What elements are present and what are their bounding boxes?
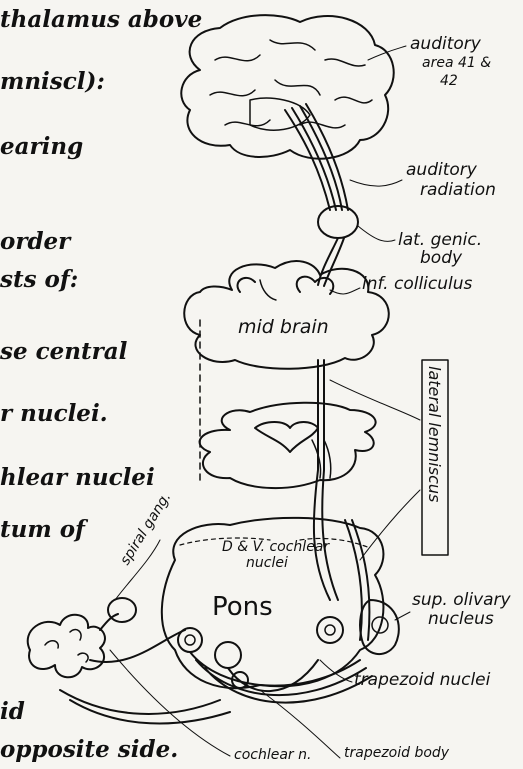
label-pons: Pons (212, 594, 273, 621)
left-text-line-5: sts of: (0, 268, 78, 291)
label-auditory-area-2: area 41 & (422, 56, 491, 71)
cerebrum-outline (181, 15, 393, 159)
mid-brain-outline (184, 261, 389, 369)
label-dv-cochlear-2: nuclei (246, 556, 288, 571)
label-dv-cochlear-1: D & V. cochlear (222, 540, 329, 555)
label-inf-colliculus: inf. colliculus (362, 276, 472, 294)
label-trapezoid-nuclei: trapezoid nuclei (354, 672, 490, 690)
label-cochlear-n: cochlear n. (234, 748, 311, 763)
dv-cochlear-nucleus (178, 628, 202, 652)
cerebrum-gyri (210, 40, 372, 128)
leader-inf-colliculus (330, 288, 360, 294)
trapezoid-body-fibers (190, 652, 372, 703)
left-text-line-7: r nuclei. (0, 402, 108, 425)
label-lat-genic-2: body (420, 250, 462, 268)
label-auditory-radiation-2: radiation (420, 182, 496, 200)
label-trapezoid-body: trapezoid body (344, 746, 449, 761)
sup-olivary-nucleus-left (215, 642, 241, 668)
left-text-line-11: opposite side. (0, 738, 178, 761)
fourth-ventricle (255, 422, 318, 452)
cochlea (28, 615, 105, 678)
label-auditory-area-3: 42 (440, 74, 458, 89)
label-sup-olivary-1: sup. olivary (412, 592, 511, 610)
label-lateral-lemniscus: lateral lemniscus (425, 366, 442, 502)
left-text-line-3: earing (0, 135, 83, 158)
left-text-line-10: id (0, 700, 25, 723)
left-text-line-6: se central (0, 340, 127, 363)
left-text-line-4: order (0, 230, 70, 253)
label-auditory-radiation-1: auditory (406, 162, 477, 180)
label-auditory-area-1: auditory (410, 36, 481, 54)
leader-auditory-radiation (350, 180, 402, 186)
sup-olivary-nucleus-right (317, 617, 343, 643)
leader-sup-olivary (395, 612, 410, 620)
label-mid-brain: mid brain (238, 318, 329, 338)
leader-lat-genic (358, 226, 395, 241)
left-text-line-9: tum of (0, 518, 85, 541)
lat-genic-body (318, 206, 358, 238)
medulla-outline (200, 403, 376, 488)
label-sup-olivary-2: nucleus (428, 611, 494, 629)
spiral-ganglion (108, 598, 136, 622)
left-text-line-2: mniscl): (0, 70, 105, 93)
left-text-line-1: thalamus above (0, 8, 202, 31)
left-text-line-8: hlear nuclei (0, 466, 155, 489)
